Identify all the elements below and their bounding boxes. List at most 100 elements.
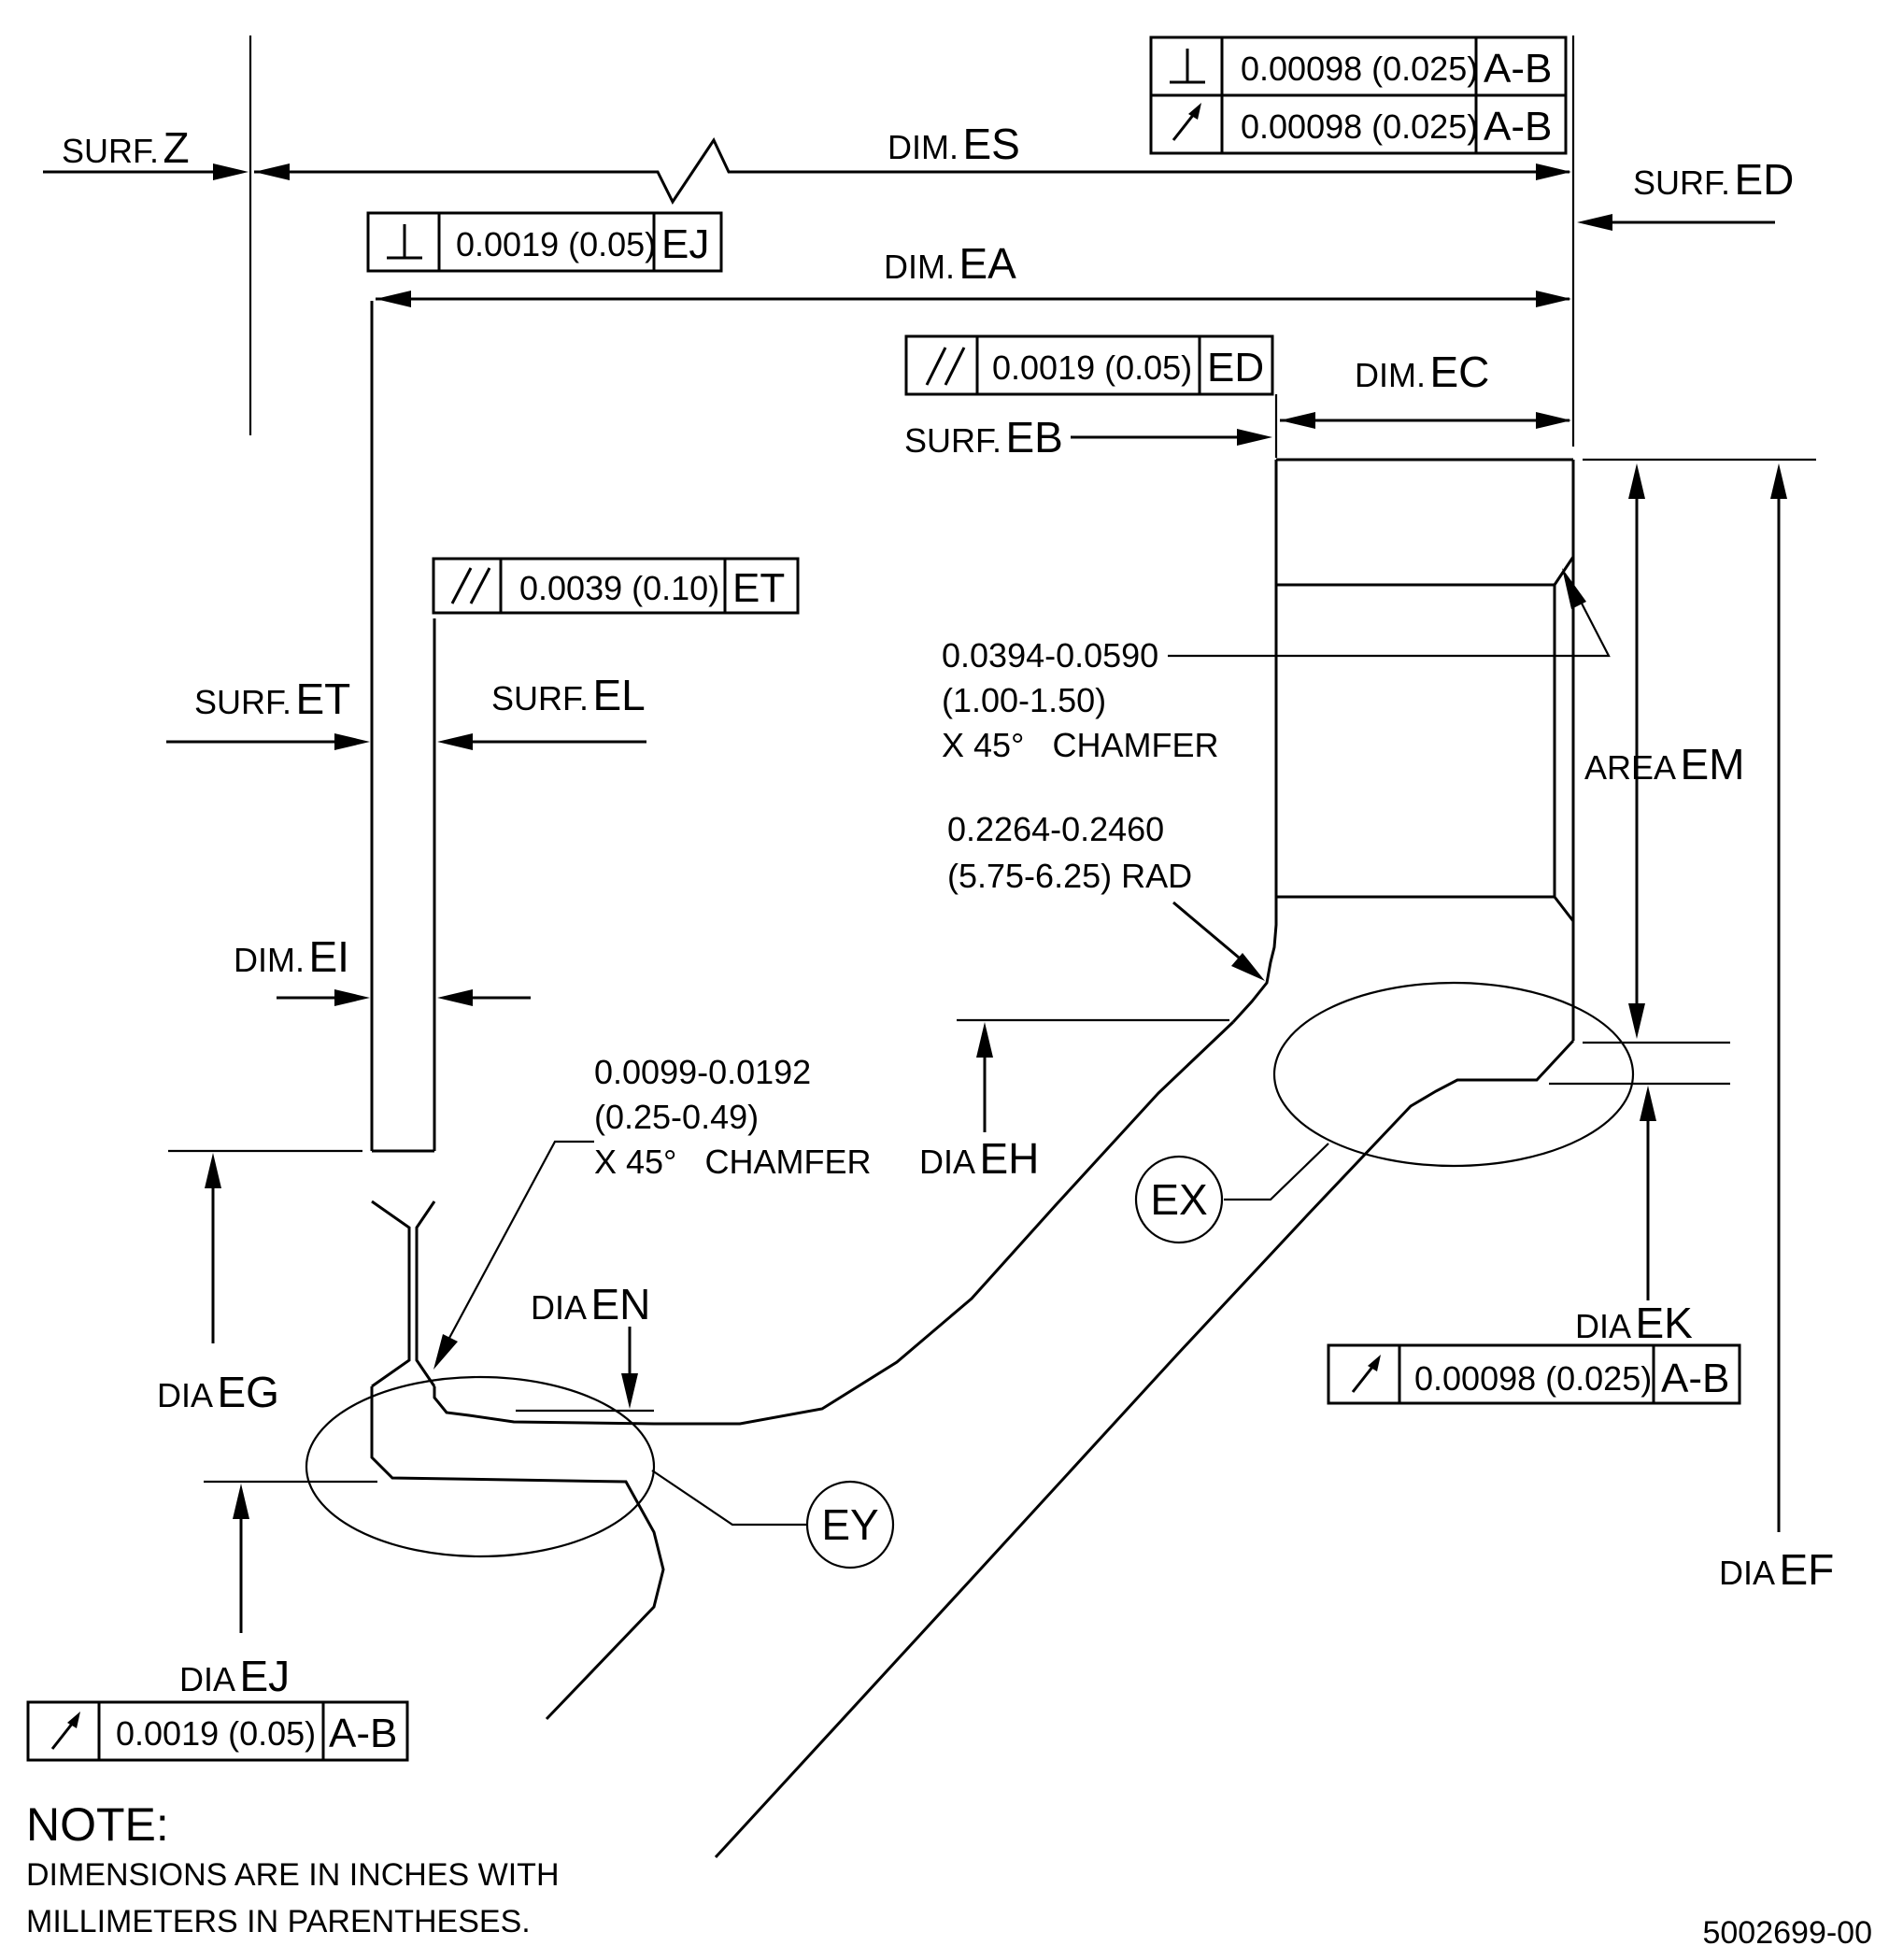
part-outline [370,301,1575,1859]
label-surf-el: SURF. EL [491,671,646,719]
fcf-frame [1149,36,1568,97]
fcf-datum: A-B [329,1711,397,1756]
circular-runout-icon [1172,103,1201,141]
perpendicularity-icon [387,224,422,260]
fcf-frame [1149,93,1568,155]
fcf-datum: ED [1207,345,1264,391]
bubble-circle [1134,1155,1224,1244]
arrowhead [334,989,370,1006]
circular-runout-icon [1351,1355,1381,1393]
arrowhead [433,1334,458,1370]
note-line: DIMENSIONS ARE IN INCHES WITH [26,1857,560,1893]
arrowhead [437,989,473,1006]
detail-ellipses [305,981,1635,1558]
fcf-ea-perpendicularity: 0.0019 (0.05) EJ [366,211,723,273]
labels: SURF. Z DIM. ES SURF. ED DIM. EA DIM. EC… [62,120,1834,1700]
arrowhead [1280,412,1315,429]
bubble-label-ex: EX [1150,1175,1207,1224]
label-dim-es: DIM. ES [888,120,1020,168]
extension-lines [168,36,1816,1484]
arrowhead [233,1484,249,1519]
callout-line: 0.2264-0.2460 [947,810,1164,848]
arrowhead [334,733,370,750]
fcf-tolerance: 0.0019 (0.05) [992,348,1192,387]
fcf-tolerance: 0.0019 (0.05) [116,1714,316,1753]
detail-ellipse-ex [1272,981,1635,1168]
circular-runout-icon [50,1711,80,1750]
hub-radius [1231,460,1278,1024]
fcf-datum: EJ [661,221,709,267]
detail-bubble-ey: EY [805,1480,895,1569]
fcf-eb-parallelism: 0.0019 (0.05) ED [904,334,1274,396]
flange-bottom [370,1386,665,1721]
fcf-tolerance: 0.00098 (0.025) [1241,107,1478,146]
arrowhead [1237,429,1272,446]
note-line: MILLIMETERS IN PARENTHESES. [26,1904,531,1939]
fcf-datum: A-B [1484,46,1552,92]
fcf-datum: A-B [1661,1356,1729,1401]
ex-leader [1224,1143,1329,1201]
arrowhead [437,733,473,750]
label-surf-ed: SURF. ED [1633,155,1794,204]
parallelism-icon [450,567,491,604]
callout-line: 0.0099-0.0192 [594,1053,811,1091]
label-surf-eb: SURF. EB [904,413,1063,462]
chamfer-small-leader [447,1140,594,1341]
fcf-tolerance: 0.0019 (0.05) [456,225,656,263]
label-dia-eg: DIA EG [157,1368,279,1416]
callout-line: X 45° CHAMFER [942,726,1218,764]
fcf-ej-runout: 0.0019 (0.05) A-B [26,1700,409,1762]
fcf-frame [366,211,723,273]
bubble-label-ey: EY [821,1500,878,1549]
fcf-et-parallelism: 0.0039 (0.10) ET [432,557,800,615]
perpendicularity-icon [1170,49,1205,84]
flange-chamfer-detail [371,1200,411,1388]
label-dia-ek: DIA EK [1575,1299,1693,1347]
label-dia-eh: DIA EH [919,1134,1039,1183]
fcf-top-perpendicularity: 0.00098 (0.025) A-B [1149,36,1568,97]
callout-chamfer-large: 0.0394-0.0590 (1.00-1.50) X 45° CHAMFER [942,636,1218,764]
callout-line: (0.25-0.49) [594,1098,759,1136]
arrowhead [1577,214,1612,231]
callout-radius: 0.2264-0.2460 (5.75-6.25) RAD [947,810,1192,895]
fcf-ek-runout: 0.00098 (0.025) A-B [1327,1343,1741,1405]
label-surf-z: SURF. Z [62,123,190,172]
radius-leader [1172,901,1245,964]
fcf-frame [904,334,1274,396]
fcf-tolerance: 0.00098 (0.025) [1414,1359,1652,1398]
arrowhead [376,291,411,307]
label-area-em: AREA EM [1584,740,1745,788]
fcf-top-runout: 0.00098 (0.025) A-B [1149,93,1568,155]
fcf-frame [1327,1343,1741,1405]
arrowhead [1536,291,1571,307]
fcf-frame [26,1700,409,1762]
arrowhead [1770,463,1787,499]
arrowhead [1562,568,1586,609]
label-dim-ec: DIM. EC [1355,348,1489,396]
label-dia-ef: DIA EF [1719,1545,1834,1594]
callout-line: (5.75-6.25) RAD [947,857,1192,895]
arrowhead [1231,953,1265,981]
arrowhead [213,163,249,180]
hub-chamfer [1553,556,1575,922]
arrowhead [254,163,290,180]
note-block: NOTE: DIMENSIONS ARE IN INCHES WITH MILL… [26,1798,560,1939]
drawing-number: 5002699-00 [1702,1915,1872,1951]
fcf-frame [432,557,800,615]
detail-bubble-ex: EX [1134,1155,1224,1244]
arrowhead [1640,1086,1656,1121]
fcf-datum: A-B [1484,104,1552,149]
callout-line: (1.00-1.50) [942,681,1106,719]
callout-leaders [433,568,1611,1527]
arrowhead [1536,163,1571,180]
arrowhead [1628,1003,1645,1039]
hub-bottom [714,1039,1575,1859]
label-dim-ei: DIM. EI [234,932,349,981]
flange-chamfer-detail-2 [415,1200,436,1387]
bubble-circle [805,1480,895,1569]
ey-leader [651,1470,807,1527]
label-dia-ej: DIA EJ [179,1652,290,1700]
flange-fillet [433,1020,1235,1426]
arrowhead [976,1022,993,1058]
